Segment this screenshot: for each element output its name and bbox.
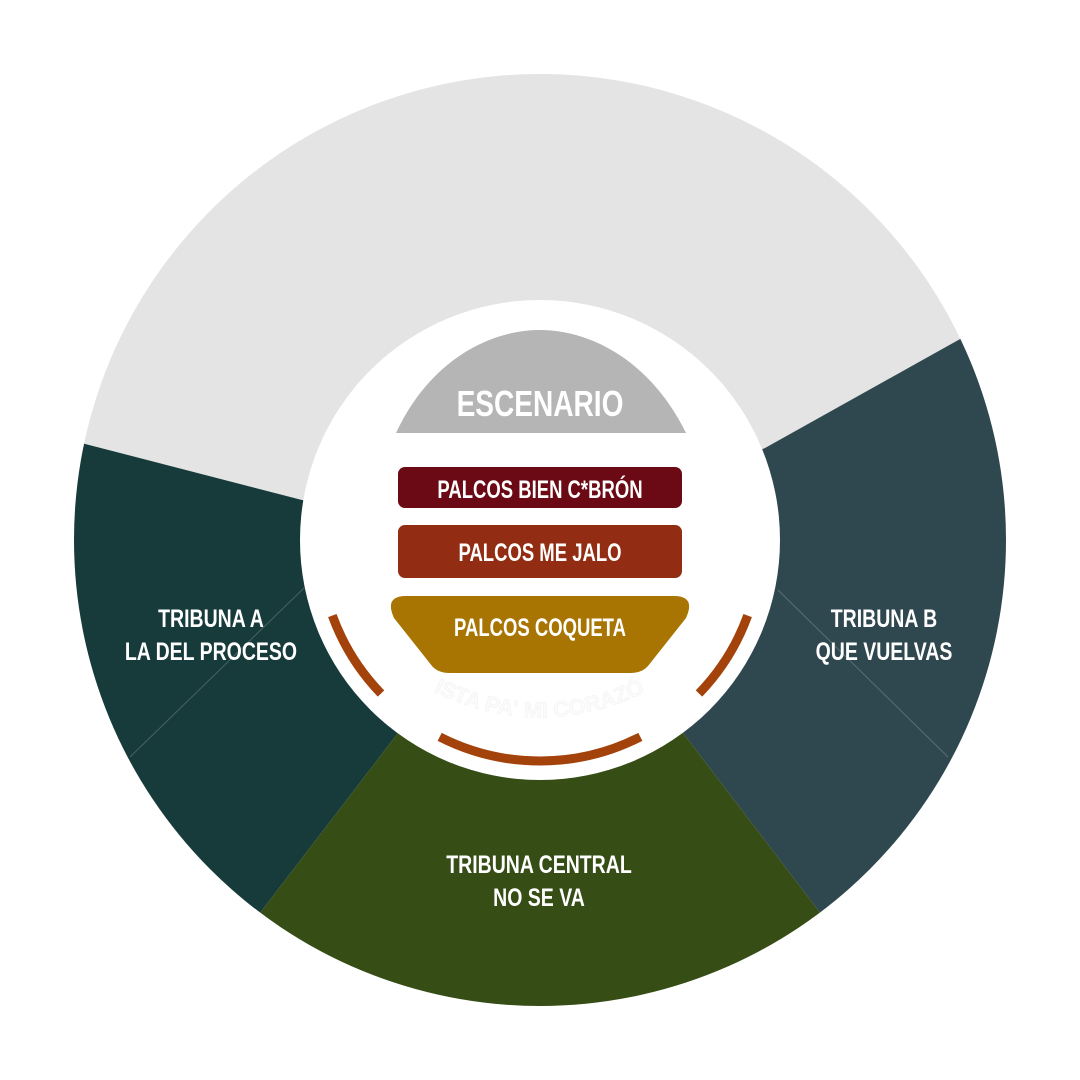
tribuna-b-label-line1: TRIBUNA B — [831, 605, 937, 633]
palcos-coqueta-label: PALCOS COQUETA — [454, 613, 626, 641]
stage[interactable] — [396, 330, 686, 433]
palcos-bien-cabron[interactable] — [398, 467, 682, 508]
tribuna-central-label-line2: NO SE VA — [493, 884, 585, 912]
arc-right — [695, 614, 752, 697]
palcos-me-jalo[interactable] — [398, 525, 682, 578]
palcos-me-jalo-label: PALCOS ME JALO — [458, 538, 621, 566]
section-tribuna-central[interactable] — [230, 540, 850, 1080]
tribuna-b-label-line2: QUE VUELVAS — [816, 638, 953, 666]
tribuna-a-label-line1: TRIBUNA A — [158, 605, 264, 633]
tribuna-a-label-line2: LA DEL PROCESO — [125, 638, 297, 666]
divider-line-b — [777, 589, 949, 758]
stage-label: ESCENARIO — [457, 384, 624, 424]
palcos-bien-cabron-label: PALCOS BIEN C*BRÓN — [437, 475, 642, 503]
divider-line-a — [129, 587, 305, 758]
arc-bottom — [437, 732, 643, 766]
palcos-coqueta[interactable] — [390, 596, 690, 673]
arc-left — [328, 614, 385, 697]
tribuna-central-label-line1: TRIBUNA CENTRAL — [446, 851, 631, 879]
